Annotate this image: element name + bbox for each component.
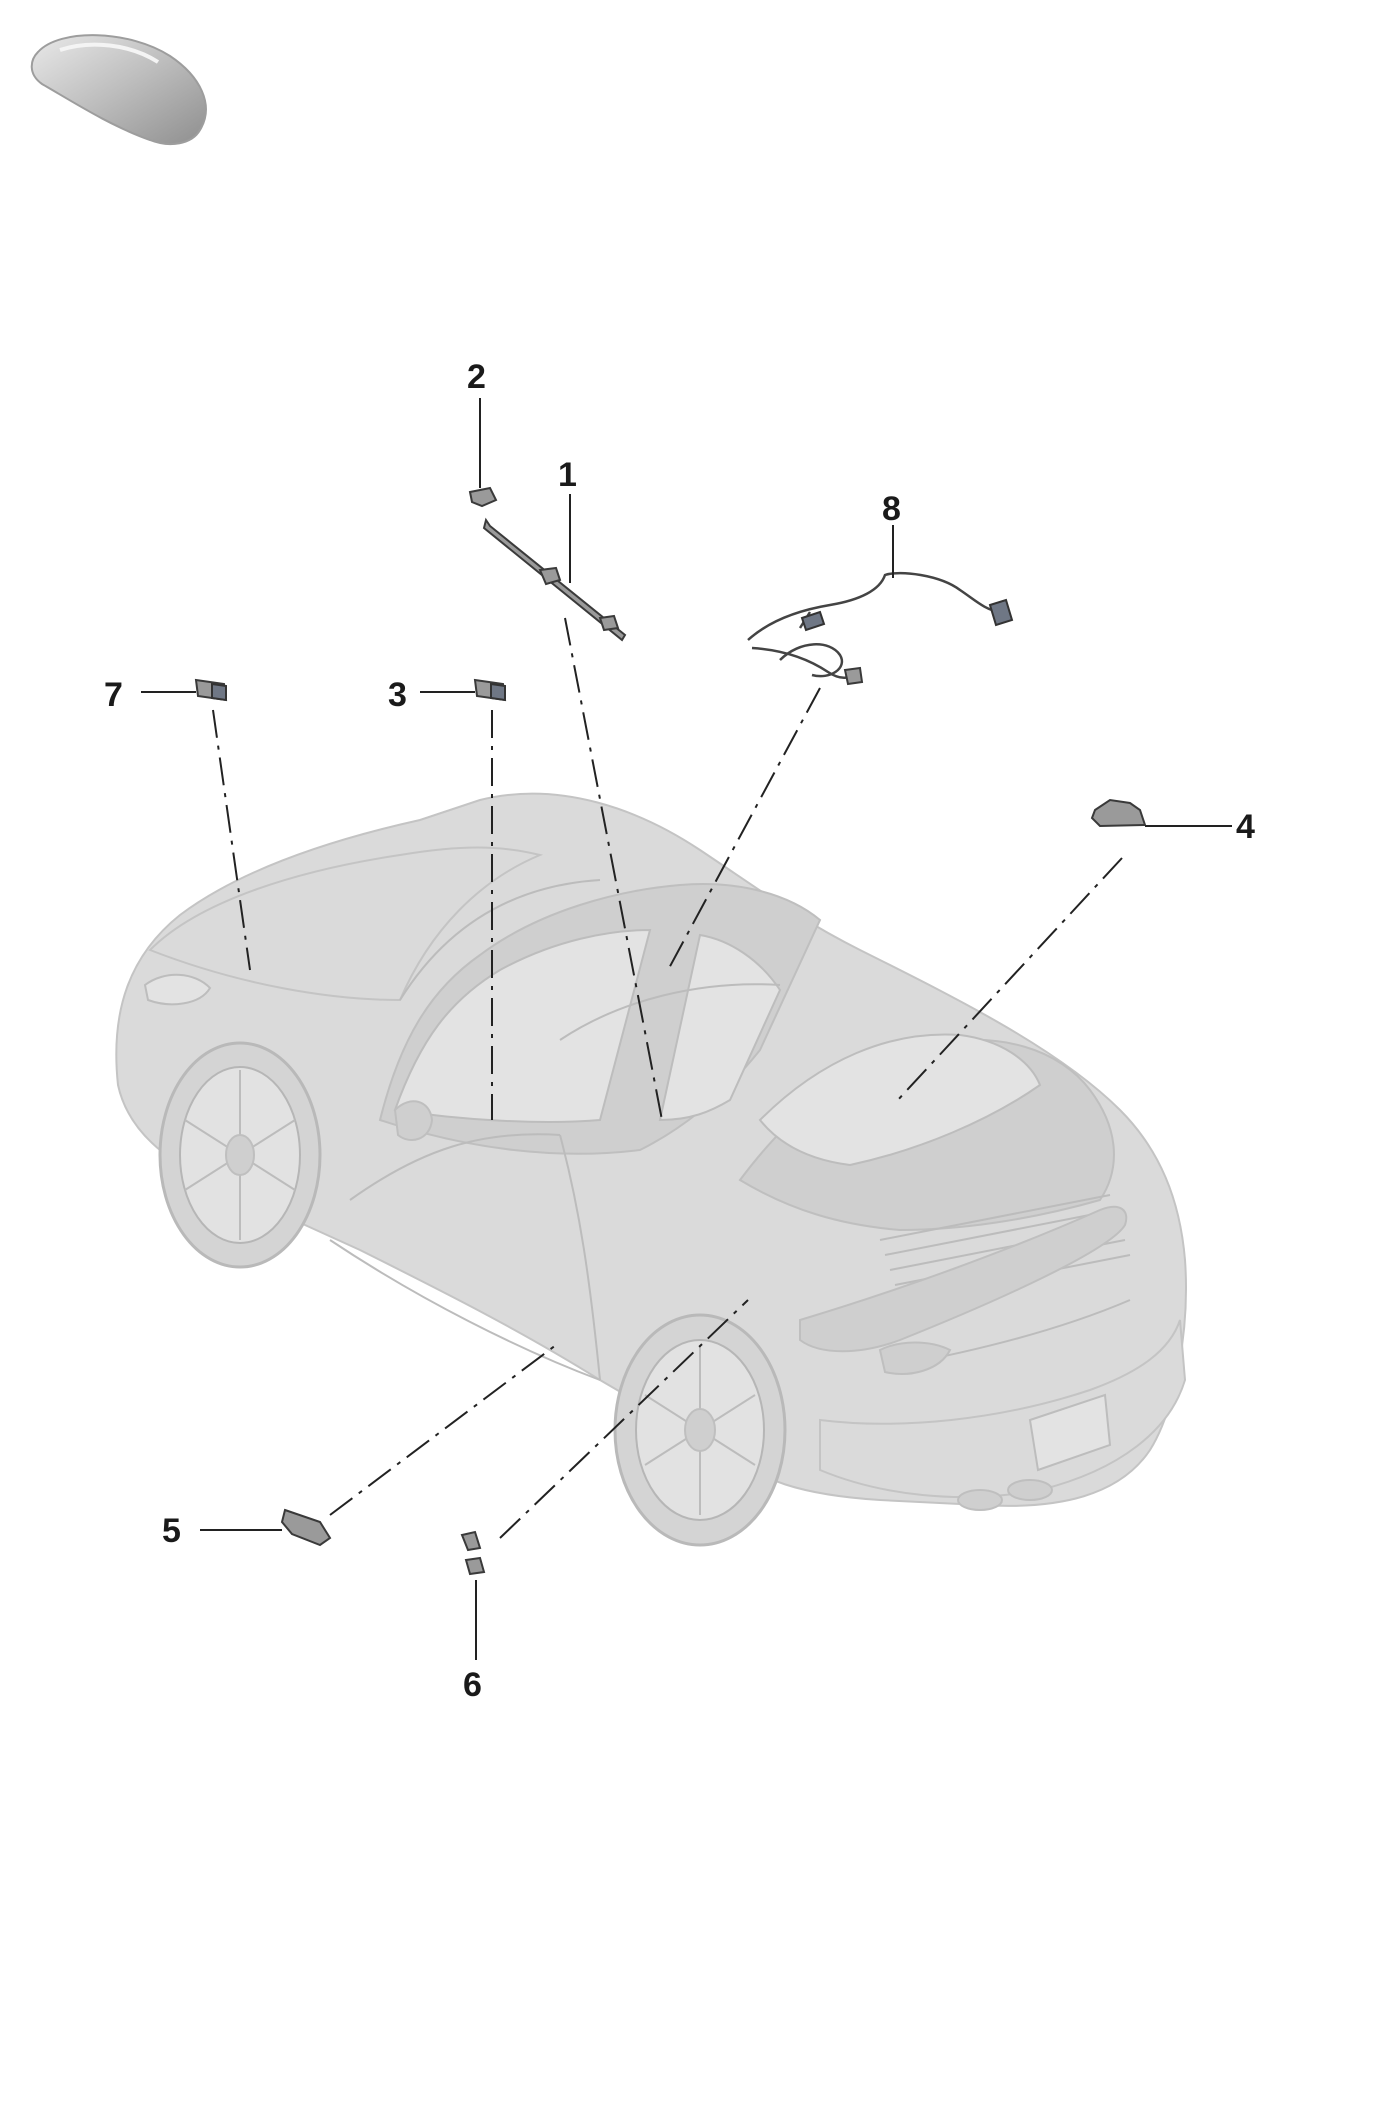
part-6-bracket[interactable] (460, 1530, 486, 1576)
part-4-lamp-housing[interactable] (1090, 798, 1147, 828)
front-wheel (158, 1041, 322, 1269)
vehicle-illustration (115, 792, 1187, 1547)
callout-8[interactable]: 8 (882, 490, 901, 528)
part-3-connector[interactable] (473, 678, 507, 702)
part-1-antenna-strip[interactable] (482, 517, 627, 642)
car-thumbnail-icon[interactable] (30, 34, 207, 146)
part-7-connector[interactable] (194, 678, 228, 702)
callout-1[interactable]: 1 (558, 456, 577, 494)
callout-5[interactable]: 5 (162, 1512, 181, 1550)
callout-labels: 2 1 8 7 3 4 5 6 (104, 358, 1255, 1704)
callout-7[interactable]: 7 (104, 676, 123, 714)
callout-6[interactable]: 6 (463, 1666, 482, 1704)
rear-wheel (613, 1313, 787, 1547)
callout-2[interactable]: 2 (467, 358, 486, 396)
part-5-lamp[interactable] (280, 1508, 332, 1547)
callout-3[interactable]: 3 (388, 676, 407, 714)
part-2-sensor[interactable] (468, 486, 498, 508)
part-8-wiring-harness[interactable] (747, 571, 1014, 686)
callout-4[interactable]: 4 (1236, 808, 1255, 846)
leader-lines (141, 398, 1232, 1660)
